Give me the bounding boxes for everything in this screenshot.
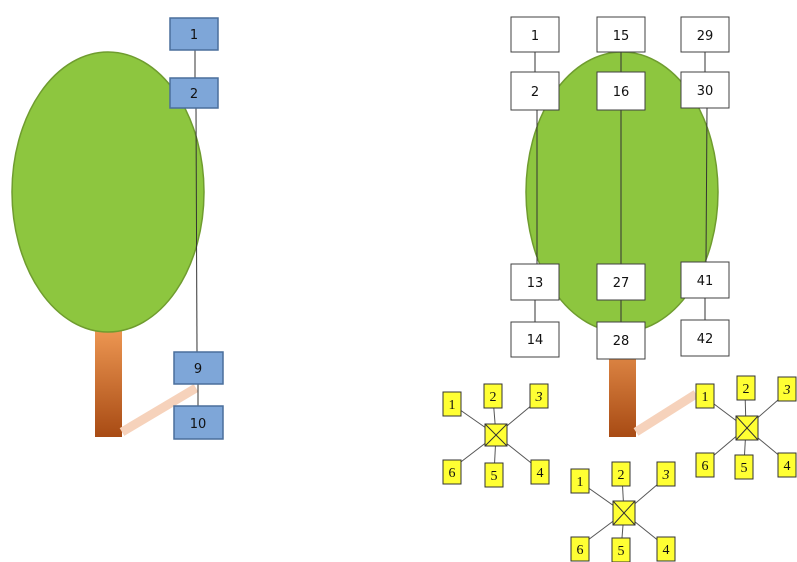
right-node-41-label: 41 [697,274,714,289]
star-left-node-3-label: 3 [535,390,543,405]
star-middle-node-5: 5 [611,537,631,562]
star-right-node-6: 6 [695,452,715,478]
star-right-node-5-label: 5 [741,461,748,476]
right-tree-branch [633,390,699,436]
left-tree-branch [119,384,199,436]
right-node-41: 41 [680,261,730,299]
right-node-14-label: 14 [527,333,544,348]
star-left-node-1-label: 1 [449,398,456,413]
star-right-node-1-label: 1 [702,390,709,405]
star-left-node-4: 4 [530,459,550,485]
right-node-15-label: 15 [613,29,630,44]
left-node-10: 10 [173,405,224,440]
right-node-16: 16 [596,71,646,111]
star-right-node-2: 2 [736,375,756,401]
right-node-16-label: 16 [613,85,630,100]
left-node-2-label: 2 [190,87,198,102]
right-node-13: 13 [510,263,560,301]
star-right-node-5: 5 [734,454,754,480]
right-node-30-label: 30 [697,84,714,99]
star-right-node-3: 3 [777,376,797,402]
left-node-1-label: 1 [190,28,198,43]
star-middle-node-4-label: 4 [663,543,670,558]
star-middle-node-4: 4 [656,536,676,562]
star-middle-node-6-label: 6 [577,543,584,558]
col3-connector-mid [705,107,708,263]
star-left-node-3: 3 [529,383,549,409]
star-right-node-3-label: 3 [783,383,791,398]
star-middle-node-3-label: 3 [662,468,670,483]
left-tree-canopy [11,51,205,333]
star-right-node-1: 1 [695,383,715,409]
right-node-1: 1 [510,16,560,53]
right-node-29: 29 [680,16,730,53]
star-middle-node-1: 1 [570,468,590,494]
right-node-42-label: 42 [697,332,714,347]
star-right-node-4-label: 4 [784,459,791,474]
star-left-node-4-label: 4 [537,466,544,481]
star-left-node-5: 5 [484,462,504,488]
star-right-node-6-label: 6 [702,459,709,474]
right-node-15: 15 [596,16,646,53]
right-node-14: 14 [510,321,560,358]
right-node-13-label: 13 [527,276,544,291]
star-middle-node-2: 2 [611,461,631,487]
star-left-node-2: 2 [483,383,503,409]
star-middle-node-6: 6 [570,536,590,562]
left-node-1: 1 [169,17,219,51]
star-left-node-6-label: 6 [449,466,456,481]
left-tree-trunk [95,325,122,437]
right-node-42: 42 [680,319,730,357]
star-right-node-4: 4 [777,452,797,478]
left-connector-2-9 [195,107,198,353]
right-tree: 1 2 13 14 15 16 27 28 [510,16,730,437]
left-node-10-label: 10 [190,417,207,432]
left-node-2: 2 [169,77,219,109]
star-cluster-middle: 1 2 3 4 5 6 [570,461,676,562]
star-left-node-6: 6 [442,459,462,485]
left-node-9: 9 [173,351,224,385]
star-right-node-2-label: 2 [743,382,750,397]
right-node-1-label: 1 [531,29,539,44]
star-middle-node-2-label: 2 [618,468,625,483]
star-middle-node-3: 3 [656,461,676,487]
star-left-node-2-label: 2 [490,390,497,405]
left-node-9-label: 9 [194,362,202,377]
right-node-28: 28 [596,321,646,360]
right-node-2-label: 2 [531,85,539,100]
star-left-node-1: 1 [442,391,462,417]
left-tree: 1 2 9 10 [11,17,224,440]
star-cluster-left: 1 2 3 4 5 6 [442,383,550,488]
star-middle-node-1-label: 1 [577,475,584,490]
right-node-27: 27 [596,263,646,301]
star-middle-node-5-label: 5 [618,544,625,559]
right-node-29-label: 29 [697,29,714,44]
right-node-27-label: 27 [613,276,630,291]
star-cluster-right: 1 2 3 4 5 6 [695,375,797,480]
right-node-28-label: 28 [613,334,630,349]
star-left-node-5-label: 5 [491,469,498,484]
right-node-30: 30 [680,71,730,109]
right-node-2: 2 [510,71,560,111]
